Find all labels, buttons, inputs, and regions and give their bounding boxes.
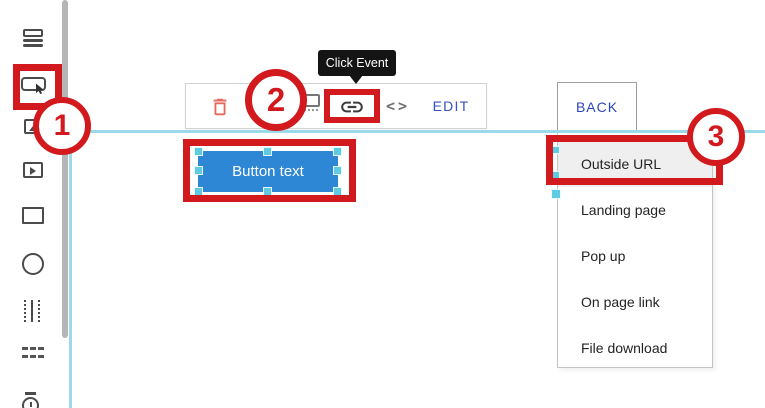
resize-handle-top-center[interactable] [263, 147, 272, 156]
canvas-guide-horizontal [69, 130, 765, 133]
sidebar-item-columns[interactable] [24, 300, 40, 322]
sidebar-item-text-block[interactable] [23, 29, 43, 47]
text-block-icon [23, 29, 43, 47]
divider-icon [22, 347, 44, 358]
canvas-guide-vertical [69, 130, 72, 408]
menu-item-on-page-link[interactable]: On page link [581, 294, 660, 310]
annotation-box-link-icon [324, 89, 380, 123]
menu-item-file-download[interactable]: File download [581, 340, 668, 356]
selection-handle[interactable] [551, 189, 561, 199]
menu-item-pop-up[interactable]: Pop up [581, 248, 626, 264]
annotation-box-canvas-button [183, 139, 356, 202]
tooltip-text: Click Event [325, 56, 389, 70]
canvas-button-label: Button text [232, 163, 304, 180]
tooltip-caret [349, 75, 363, 84]
back-button[interactable]: BACK [557, 82, 637, 131]
link-icon[interactable] [339, 94, 365, 120]
sidebar-item-divider[interactable] [22, 347, 44, 358]
step-circle-2: 2 [245, 69, 307, 131]
sidebar-item-button-element[interactable] [21, 77, 46, 95]
sidebar-item-rectangle[interactable] [22, 207, 44, 224]
menu-item-landing-page[interactable]: Landing page [581, 202, 666, 218]
link-type-menu: Outside URL Landing page Pop up On page … [557, 131, 713, 368]
rectangle-icon [22, 207, 44, 224]
circle-icon [22, 253, 44, 275]
cursor-icon [36, 83, 44, 95]
resize-handle-mid-right[interactable] [333, 166, 342, 175]
back-button-label: BACK [575, 98, 619, 115]
sidebar-item-video[interactable] [23, 162, 43, 178]
step-circle-3: 3 [687, 108, 745, 166]
edit-button[interactable]: EDIT [432, 98, 470, 114]
step-circle-1: 1 [33, 97, 91, 155]
canvas-button[interactable]: Button text [198, 151, 338, 192]
sidebar-item-circle[interactable] [22, 253, 44, 275]
resize-handle-top-left[interactable] [194, 147, 203, 156]
resize-handle-top-right[interactable] [333, 147, 342, 156]
button-element-icon [21, 77, 46, 95]
tooltip: Click Event [318, 50, 396, 76]
resize-handle-mid-left[interactable] [194, 166, 203, 175]
columns-icon [24, 300, 40, 322]
video-icon [23, 162, 43, 178]
sidebar-scrollbar[interactable] [62, 0, 68, 338]
trash-icon[interactable] [209, 96, 231, 118]
countdown-icon [22, 392, 39, 408]
code-icon[interactable]: <> [386, 97, 411, 115]
sidebar-item-countdown[interactable] [22, 392, 39, 408]
annotation-box-button-element-icon [13, 64, 62, 110]
